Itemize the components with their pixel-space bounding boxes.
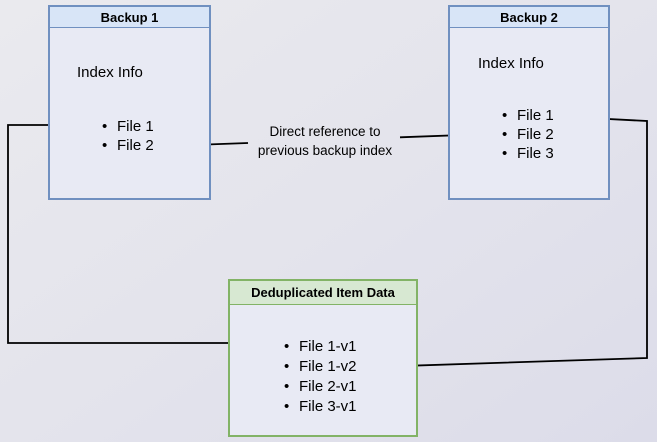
bullet-icon: •	[284, 357, 290, 375]
bullet-icon: •	[284, 397, 290, 415]
list-item: • File 1	[102, 117, 154, 136]
backup2-file-list: • File 1 • File 2 • File 3	[502, 106, 554, 163]
list-item: • File 3-v1	[284, 396, 357, 416]
list-item: • File 2	[502, 125, 554, 144]
file-label: File 3	[517, 145, 554, 162]
list-item: • File 1-v1	[284, 336, 357, 356]
bullet-icon: •	[502, 126, 508, 143]
dedup-header: Deduplicated Item Data	[230, 281, 416, 305]
backup2-header: Backup 2	[450, 7, 608, 28]
annotation-line2: previous backup index	[257, 143, 393, 158]
bullet-icon: •	[102, 118, 108, 135]
bullet-icon: •	[102, 137, 108, 154]
backup1-box: Backup 1 Index Info • File 1 • File 2	[48, 5, 211, 200]
backup2-box: Backup 2 Index Info • File 1 • File 2 • …	[448, 5, 610, 200]
file-label: File 2	[517, 126, 554, 143]
backup1-file-list: • File 1 • File 2	[102, 117, 154, 155]
bullet-icon: •	[502, 145, 508, 162]
bullet-icon: •	[284, 337, 290, 355]
direct-reference-annotation: Direct reference to previous backup inde…	[239, 122, 411, 160]
file-label: File 1-v2	[299, 357, 357, 375]
bullet-icon: •	[502, 107, 508, 124]
bullet-icon: •	[284, 377, 290, 395]
file-label: File 3-v1	[299, 397, 357, 415]
dedup-file-list: • File 1-v1 • File 1-v2 • File 2-v1 • Fi…	[284, 336, 357, 416]
file-label: File 2-v1	[299, 377, 357, 395]
file-label: File 1-v1	[299, 337, 357, 355]
list-item: • File 1-v2	[284, 356, 357, 376]
file-label: File 1	[517, 107, 554, 124]
file-label: File 1	[117, 118, 154, 135]
dedup-title: Deduplicated Item Data	[251, 285, 395, 300]
backup1-title: Backup 1	[100, 9, 159, 25]
backup1-header: Backup 1	[50, 7, 209, 28]
dedup-box: Deduplicated Item Data • File 1-v1 • Fil…	[228, 279, 418, 437]
annotation-line1: Direct reference to	[269, 124, 381, 139]
list-item: • File 2	[102, 136, 154, 155]
list-item: • File 1	[502, 106, 554, 125]
backup2-index-info-label: Index Info	[478, 55, 544, 72]
backup1-index-info-label: Index Info	[77, 64, 143, 81]
backup2-title: Backup 2	[500, 9, 558, 25]
list-item: • File 2-v1	[284, 376, 357, 396]
list-item: • File 3	[502, 144, 554, 163]
file-label: File 2	[117, 137, 154, 154]
